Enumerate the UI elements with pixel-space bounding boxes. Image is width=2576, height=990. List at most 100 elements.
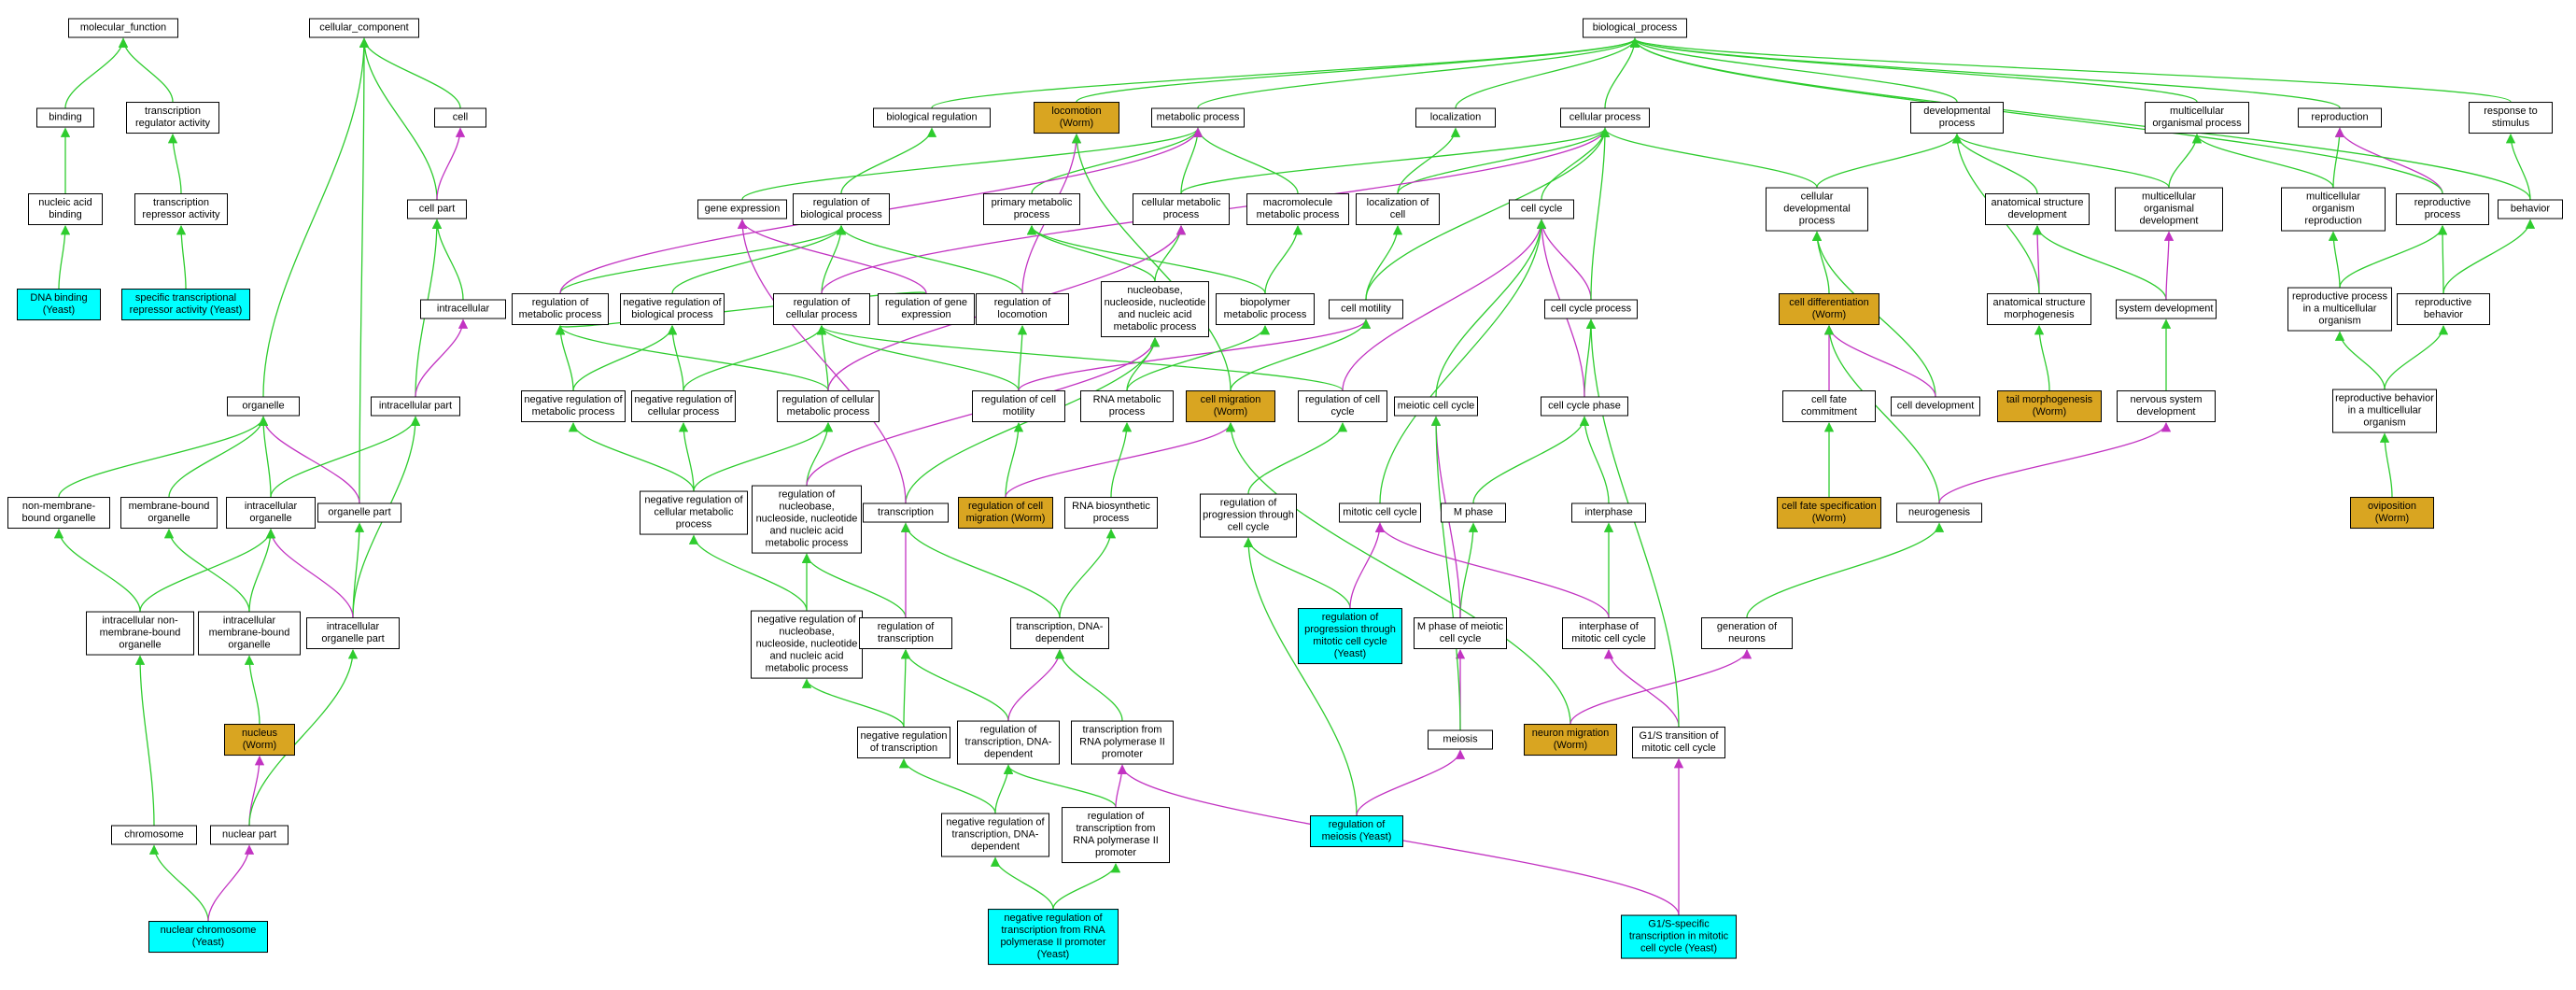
go-term-mitotic_cell_cycle[interactable]: mitotic cell cycle [1339, 502, 1421, 523]
go-term-cell_migration_worm[interactable]: cell migration (Worm) [1186, 390, 1275, 422]
go-term-negative_regulation_of_transcription[interactable]: negative regulation of transcription [857, 727, 950, 758]
go-term-chromosome_spacer_negreg[interactable]: negative regulation of transcription, DN… [941, 813, 1049, 857]
go-term-response_to_stimulus[interactable]: response to stimulus [2469, 102, 2553, 134]
go-term-regulation_of_metabolic_process[interactable]: regulation of metabolic process [512, 293, 609, 325]
go-term-anatomical_structure_morphogenesis[interactable]: anatomical structure morphogenesis [1987, 293, 2091, 325]
go-term-regulation_of_progression_through_cell_cycle[interactable]: regulation of progression through cell c… [1200, 493, 1297, 538]
go-term-nuclear_part[interactable]: nuclear part [210, 825, 289, 845]
go-term-system_development[interactable]: system development [2116, 299, 2217, 319]
go-term-oviposition_worm[interactable]: oviposition (Worm) [2350, 497, 2434, 529]
go-term-neurogenesis[interactable]: neurogenesis [1896, 502, 1982, 523]
go-term-negative_regulation_of_cellular_process[interactable]: negative regulation of cellular process [631, 390, 736, 422]
go-term-primary_metabolic_process[interactable]: primary metabolic process [983, 193, 1080, 225]
go-term-transcription[interactable]: transcription [863, 502, 949, 523]
go-term-chromosome[interactable]: chromosome [111, 825, 197, 845]
go-term-cell_cycle_phase[interactable]: cell cycle phase [1541, 396, 1628, 417]
go-term-gene_expression[interactable]: gene expression [697, 199, 787, 219]
go-term-molecular_function[interactable]: molecular_function [68, 18, 178, 38]
go-term-meiotic_cell_cycle[interactable]: meiotic cell cycle [1394, 396, 1478, 417]
go-term-localization[interactable]: localization [1415, 107, 1496, 128]
go-term-biopolymer_metabolic_process[interactable]: biopolymer metabolic process [1216, 293, 1315, 325]
go-term-negative_regulation_of_nucleobase[interactable]: negative regulation of nucleobase, nucle… [751, 610, 863, 679]
go-term-nucleic_acid_binding[interactable]: nucleic acid binding [28, 193, 103, 225]
go-term-cell_development[interactable]: cell development [1891, 396, 1980, 417]
go-term-intracellular_organelle_part[interactable]: intracellular organelle part [306, 617, 400, 649]
go-term-cell_differentiation_worm[interactable]: cell differentiation (Worm) [1779, 293, 1879, 325]
go-term-regulation_of_transcription_dna_dependent[interactable]: regulation of transcription, DNA-depende… [957, 720, 1060, 765]
go-term-regulation_of_progression_through_mitotic_yeast[interactable]: regulation of progression through mitoti… [1298, 608, 1402, 664]
go-term-macromolecule_metabolic_process[interactable]: macromolecule metabolic process [1246, 193, 1349, 225]
go-term-multicellular_organism_reproduction[interactable]: multicellular organism reproduction [2281, 187, 2386, 232]
go-term-regulation_of_meiosis_yeast[interactable]: regulation of meiosis (Yeast) [1310, 815, 1403, 847]
go-term-g1s_specific_transcription_yeast[interactable]: G1/S-specific transcription in mitotic c… [1621, 914, 1737, 959]
go-term-cell_motility[interactable]: cell motility [1329, 299, 1403, 319]
go-term-intracellular_organelle[interactable]: intracellular organelle [226, 497, 316, 529]
go-term-generation_of_neurons[interactable]: generation of neurons [1701, 617, 1793, 649]
go-term-cell[interactable]: cell [434, 107, 486, 128]
go-term-membrane_bound_organelle[interactable]: membrane-bound organelle [120, 497, 218, 529]
go-term-cellular_process[interactable]: cellular process [1560, 107, 1650, 128]
go-term-intracellular_non_membrane_bound_organelle[interactable]: intracellular non-membrane-bound organel… [86, 611, 194, 656]
go-term-reproductive_process_multicellular[interactable]: reproductive process in a multicellular … [2287, 287, 2392, 332]
go-term-cell_cycle_process[interactable]: cell cycle process [1544, 299, 1638, 319]
go-term-transcription_from_rna_pol_ii[interactable]: transcription from RNA polymerase II pro… [1071, 720, 1174, 765]
go-term-organelle[interactable]: organelle [227, 396, 300, 417]
go-term-regulation_of_biological_process[interactable]: regulation of biological process [793, 193, 890, 225]
go-term-regulation_of_cell_motility[interactable]: regulation of cell motility [972, 390, 1065, 422]
go-term-binding[interactable]: binding [36, 107, 94, 128]
go-term-regulation_of_transcription_rna_pol_ii[interactable]: regulation of transcription from RNA pol… [1062, 807, 1170, 863]
go-term-cellular_developmental_process[interactable]: cellular developmental process [1766, 187, 1868, 232]
go-term-transcription_dna_dependent[interactable]: transcription, DNA-dependent [1010, 617, 1109, 649]
go-term-negative_regulation_of_cellular_metabolic_process[interactable]: negative regulation of cellular metaboli… [640, 490, 748, 535]
go-term-specific_transcriptional_repressor_activity_yeast[interactable]: specific transcriptional repressor activ… [121, 289, 250, 320]
go-term-developmental_process[interactable]: developmental process [1910, 102, 2004, 134]
go-term-neuron_migration_worm[interactable]: neuron migration (Worm) [1524, 724, 1617, 756]
go-term-behavior[interactable]: behavior [2498, 199, 2563, 219]
go-term-negative_regulation_transcription_rna_pol_ii_yeast[interactable]: negative regulation of transcription fro… [988, 909, 1119, 965]
go-term-intracellular[interactable]: intracellular [420, 299, 506, 319]
go-term-rna_metabolic_process[interactable]: RNA metabolic process [1080, 390, 1174, 422]
go-term-regulation_of_cell_migration_worm[interactable]: regulation of cell migration (Worm) [958, 497, 1053, 529]
go-term-regulation_of_locomotion[interactable]: regulation of locomotion [976, 293, 1069, 325]
go-term-regulation_of_gene_expression[interactable]: regulation of gene expression [878, 293, 975, 325]
go-term-cell_fate_specification_worm[interactable]: cell fate specification (Worm) [1777, 497, 1881, 529]
go-term-nucleus_worm[interactable]: nucleus (Worm) [224, 724, 295, 756]
go-term-organelle_part[interactable]: organelle part [317, 502, 401, 523]
go-term-intracellular_membrane_bound_organelle[interactable]: intracellular membrane-bound organelle [198, 611, 301, 656]
go-term-reproductive_behavior_multicellular[interactable]: reproductive behavior in a multicellular… [2332, 389, 2437, 433]
go-term-regulation_of_cellular_process[interactable]: regulation of cellular process [773, 293, 870, 325]
go-term-reproductive_behavior[interactable]: reproductive behavior [2397, 293, 2490, 325]
go-term-tail_morphogenesis_worm[interactable]: tail morphogenesis (Worm) [1997, 390, 2102, 422]
go-term-m_phase_of_meiotic_cell_cycle[interactable]: M phase of meiotic cell cycle [1414, 617, 1507, 649]
go-term-regulation_of_cell_cycle[interactable]: regulation of cell cycle [1298, 390, 1387, 422]
go-term-nuclear_chromosome_yeast[interactable]: nuclear chromosome (Yeast) [148, 921, 268, 953]
go-term-regulation_of_transcription[interactable]: regulation of transcription [859, 617, 952, 649]
go-term-cellular_component[interactable]: cellular_component [309, 18, 419, 38]
go-term-reproductive_process[interactable]: reproductive process [2396, 193, 2489, 225]
go-term-multicellular_organismal_development[interactable]: multicellular organismal development [2115, 187, 2223, 232]
go-term-transcription_repressor_activity[interactable]: transcription repressor activity [134, 193, 228, 225]
go-term-cell_part[interactable]: cell part [407, 199, 467, 219]
go-term-interphase[interactable]: interphase [1571, 502, 1646, 523]
go-term-multicellular_organismal_process[interactable]: multicellular organismal process [2145, 102, 2249, 134]
go-term-cell_fate_commitment[interactable]: cell fate commitment [1782, 390, 1876, 422]
go-term-intracellular_part[interactable]: intracellular part [371, 396, 460, 417]
go-term-regulation_of_nucleobase[interactable]: regulation of nucleobase, nucleoside, nu… [752, 485, 862, 554]
go-term-regulation_of_cellular_metabolic_process[interactable]: regulation of cellular metabolic process [777, 390, 880, 422]
go-term-metabolic_process[interactable]: metabolic process [1151, 107, 1245, 128]
go-term-biological_process[interactable]: biological_process [1583, 18, 1687, 38]
go-term-dna_binding_yeast[interactable]: DNA binding (Yeast) [17, 289, 101, 320]
go-term-g1s_transition[interactable]: G1/S transition of mitotic cell cycle [1632, 727, 1725, 758]
go-term-transcription_regulator_activity[interactable]: transcription regulator activity [126, 102, 219, 134]
go-term-nucleobase_metabolic_process[interactable]: nucleobase, nucleoside, nucleotide and n… [1101, 281, 1209, 337]
go-term-localization_of_cell[interactable]: localization of cell [1356, 193, 1440, 225]
go-term-cell_cycle[interactable]: cell cycle [1509, 199, 1574, 219]
go-term-m_phase[interactable]: M phase [1441, 502, 1506, 523]
go-term-negative_regulation_of_biological_process[interactable]: negative regulation of biological proces… [620, 293, 725, 325]
go-term-rna_biosynthetic_process[interactable]: RNA biosynthetic process [1064, 497, 1158, 529]
go-term-anatomical_structure_development[interactable]: anatomical structure development [1985, 193, 2090, 225]
go-term-locomotion_worm[interactable]: locomotion (Worm) [1034, 102, 1119, 134]
go-term-nervous_system_development[interactable]: nervous system development [2117, 390, 2216, 422]
go-term-cellular_metabolic_process[interactable]: cellular metabolic process [1133, 193, 1230, 225]
go-term-meiosis[interactable]: meiosis [1428, 729, 1493, 750]
